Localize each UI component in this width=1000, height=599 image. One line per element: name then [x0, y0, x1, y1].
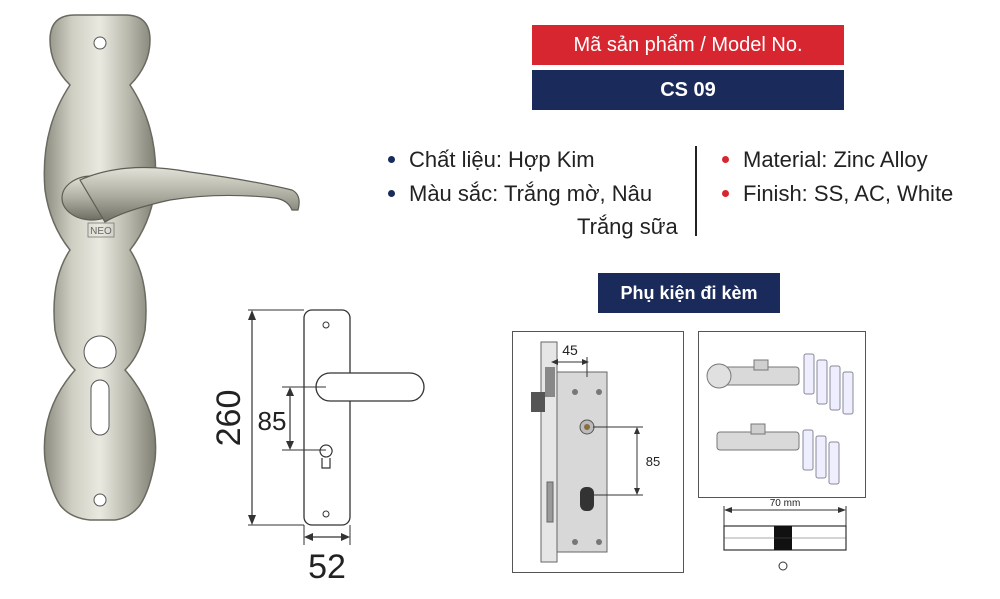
- model-label-text: Mã sản phẩm / Model No.: [573, 33, 803, 56]
- spec-en-material: Material: Zinc Alloy: [722, 147, 928, 173]
- lock-body-image: 45 85: [512, 331, 684, 573]
- dimension-height-label: 260: [210, 390, 248, 447]
- lock-backset-label: 45: [562, 342, 578, 358]
- model-number-banner: CS 09: [532, 70, 844, 110]
- bullet-icon: [722, 189, 729, 197]
- bullet-icon: [388, 189, 395, 197]
- spec-vi-finish-text: Màu sắc: Trắng mờ, Nâu: [409, 181, 653, 206]
- handle-brand-logo: NEO: [90, 226, 112, 237]
- lever-handle-image: NEO: [43, 14, 300, 521]
- bullet-icon: [722, 155, 729, 163]
- spec-en-finish: Finish: SS, AC, White: [722, 181, 953, 207]
- dimension-center-label: 85: [258, 406, 287, 436]
- model-label-banner: Mã sản phẩm / Model No.: [532, 25, 844, 65]
- accessories-title-banner: Phụ kiện đi kèm: [598, 273, 780, 313]
- dimension-drawing: 260 85 52: [210, 309, 425, 586]
- spec-vi-finish-continuation: Trắng sữa: [577, 214, 678, 239]
- cylinder-keys-image: [698, 331, 866, 498]
- spec-vi-material: Chất liệu: Hợp Kim: [388, 147, 595, 173]
- dimension-width-label: 52: [308, 548, 346, 586]
- cylinder-length-label: 70 mm: [770, 498, 801, 509]
- accessories-title-text: Phụ kiện đi kèm: [620, 282, 758, 303]
- spec-vi-finish: Màu sắc: Trắng mờ, Nâu: [388, 181, 652, 207]
- model-number-text: CS 09: [660, 78, 716, 101]
- spec-en-finish-text: Finish: SS, AC, White: [743, 181, 954, 206]
- spec-vi-material-text: Chất liệu: Hợp Kim: [409, 147, 595, 172]
- spec-divider: [695, 146, 697, 236]
- bullet-icon: [388, 155, 395, 163]
- spec-en-material-text: Material: Zinc Alloy: [743, 147, 928, 172]
- cylinder-diagram: 70 mm: [723, 498, 847, 571]
- lock-center-label: 85: [646, 454, 660, 469]
